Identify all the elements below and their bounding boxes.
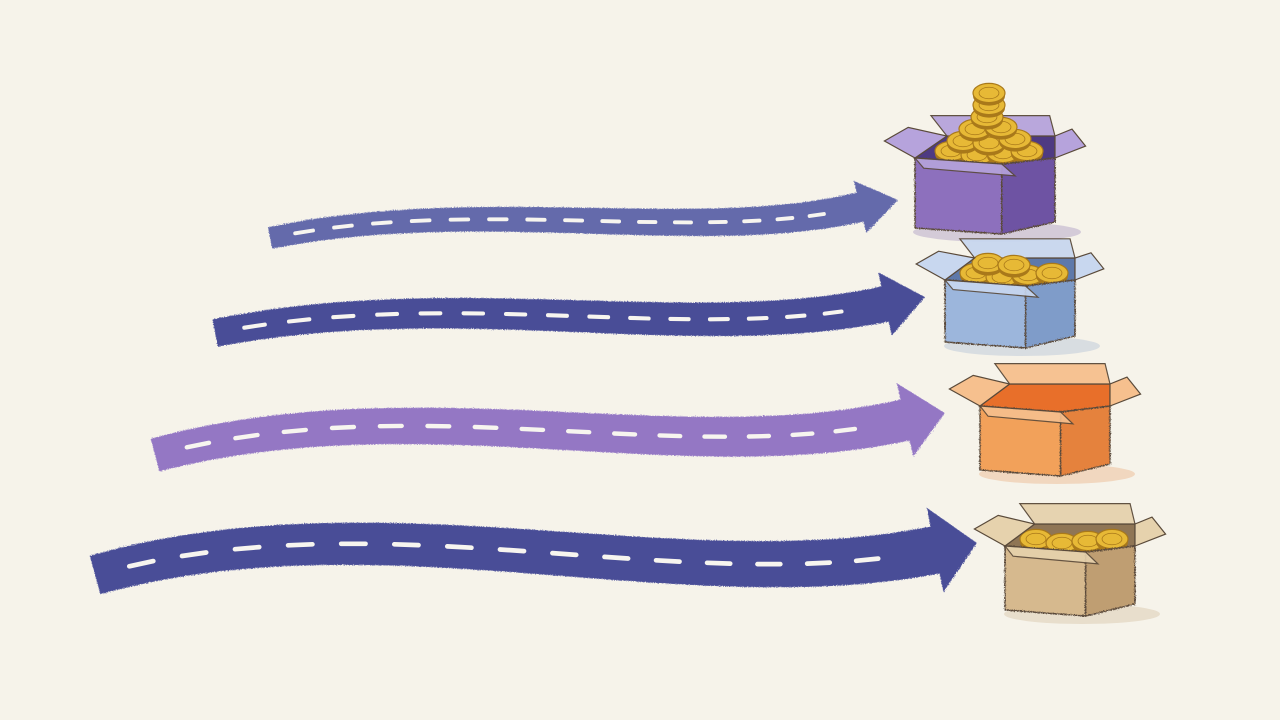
box-left-flap <box>883 126 949 159</box>
box-left-flap <box>948 374 1012 407</box>
road-body-4 <box>89 507 978 595</box>
box-side-face <box>1084 545 1136 617</box>
road-dash <box>281 427 308 435</box>
road-dash <box>746 315 769 321</box>
road-dash <box>545 313 569 318</box>
road-dash <box>233 432 260 441</box>
road-dash <box>472 424 499 430</box>
box-front-flap <box>978 405 1075 425</box>
box-right-flap <box>1109 376 1142 407</box>
box-front-flap <box>943 279 1040 298</box>
road-dash <box>444 544 474 551</box>
road-dash <box>184 440 212 450</box>
box-right-flap <box>1134 516 1167 547</box>
road-body-1 <box>267 180 898 249</box>
road-dash <box>329 424 357 431</box>
road-dash <box>775 216 795 222</box>
road-dash <box>371 220 393 226</box>
box-side-face <box>1001 157 1056 235</box>
road-dash <box>550 550 579 558</box>
box-back-flap <box>993 363 1111 385</box>
road-dash <box>822 309 844 316</box>
coin-pile <box>934 82 1044 168</box>
road-dash <box>657 433 683 439</box>
road-sketch-edge-4 <box>88 506 978 596</box>
coin <box>997 254 1031 278</box>
box-left-flap <box>973 514 1037 547</box>
coin <box>972 82 1006 106</box>
coin <box>971 252 1005 276</box>
road-dash <box>331 313 356 320</box>
road-dash <box>602 554 631 561</box>
box-2 <box>914 238 1105 356</box>
road-dash <box>242 322 267 330</box>
road-dash <box>612 431 638 437</box>
road-dash <box>497 547 527 554</box>
road-dash <box>375 311 400 317</box>
box-left-flap <box>914 250 977 281</box>
road-dash <box>391 541 421 548</box>
coin <box>1019 528 1053 552</box>
coin <box>1095 528 1129 552</box>
route-2 <box>211 238 1105 356</box>
road-dash <box>519 426 546 433</box>
road-arrow-1 <box>267 179 900 250</box>
box-back-flap <box>1018 503 1136 525</box>
box-front-flap <box>1003 545 1100 565</box>
road-dash <box>742 218 762 224</box>
road-dash <box>833 426 858 434</box>
road-dash <box>285 541 315 548</box>
route-3 <box>149 363 1142 484</box>
coin-pile <box>1019 528 1129 556</box>
road-dash <box>566 429 592 435</box>
road-dash <box>126 558 156 569</box>
road-arrow-4 <box>88 506 978 596</box>
box-right-flap <box>1074 252 1105 281</box>
road-dash <box>179 550 209 559</box>
road-dash <box>853 556 881 564</box>
road-dash <box>746 433 772 439</box>
road-body-3 <box>150 383 945 472</box>
road-sketch-edge-1 <box>267 179 900 250</box>
road-sketch-edge-3 <box>149 381 946 473</box>
box-side-face <box>1024 279 1076 349</box>
box-right-flap <box>1054 128 1087 159</box>
road-arrow-2 <box>211 271 926 348</box>
road-dash <box>409 218 432 224</box>
box-4 <box>973 503 1167 624</box>
road-dash <box>785 313 807 319</box>
road-dash <box>286 317 312 324</box>
road-dash <box>293 228 315 236</box>
box-front-flap <box>913 157 1017 177</box>
road-arrow-3 <box>149 381 946 473</box>
box-3 <box>948 363 1142 484</box>
road-dash <box>807 212 826 218</box>
road-dash <box>653 557 682 564</box>
road-dash <box>804 560 833 566</box>
route-1 <box>267 82 1087 250</box>
road-body-2 <box>212 272 926 347</box>
road-sketch-edge-2 <box>211 271 926 348</box>
road-dash <box>628 315 651 321</box>
route-4 <box>88 503 1167 624</box>
box-side-face <box>1059 405 1111 477</box>
road-dash <box>704 560 733 566</box>
road-dash <box>232 544 262 552</box>
road-dash <box>503 311 528 317</box>
road-dash <box>332 223 354 230</box>
road-dash <box>790 431 815 438</box>
box-1 <box>883 82 1087 242</box>
road-dash <box>587 314 611 320</box>
